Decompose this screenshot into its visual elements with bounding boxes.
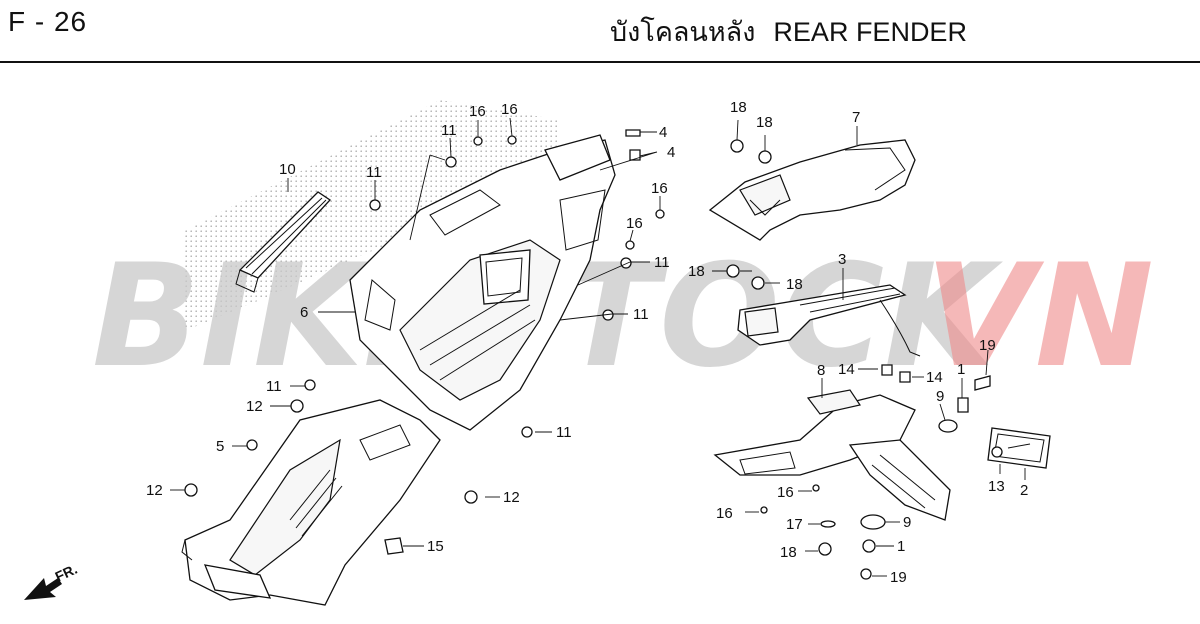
callout-15: 15 <box>427 538 444 555</box>
front-direction-marker: FR. <box>24 561 80 600</box>
callout-12: 12 <box>503 489 520 506</box>
callout-16: 16 <box>651 180 668 197</box>
page-code: F - 26 <box>8 6 88 37</box>
callout-10: 10 <box>279 161 296 178</box>
callout-12: 12 <box>146 482 163 499</box>
callout-16: 16 <box>716 505 733 522</box>
callout-18: 18 <box>780 544 797 561</box>
header-divider <box>0 61 1200 63</box>
callout-1: 1 <box>897 538 905 555</box>
part-3-rear-bracket <box>737 284 921 357</box>
callout-11: 11 <box>441 122 457 139</box>
callout-4: 4 <box>659 124 667 141</box>
callout-18: 18 <box>786 276 803 293</box>
callout-16: 16 <box>469 103 486 120</box>
callout-8: 8 <box>817 362 825 379</box>
callout-14: 14 <box>926 369 943 386</box>
callout-11: 11 <box>266 378 282 395</box>
watermark-red: VN <box>925 234 1154 399</box>
shadow-area <box>182 100 560 332</box>
callout-14: 14 <box>838 361 855 378</box>
callout-5: 5 <box>216 438 224 455</box>
callout-1: 1 <box>957 361 965 378</box>
callout-17: 17 <box>786 516 803 533</box>
callout-13: 13 <box>988 478 1005 495</box>
callout-16: 16 <box>626 215 643 232</box>
lower-fender-panel <box>181 399 441 606</box>
part-2-reflector <box>987 427 1051 469</box>
callout-16: 16 <box>501 101 518 118</box>
page-title: บังโคลนหลัง REAR FENDER <box>610 10 967 53</box>
callout-3: 3 <box>838 251 846 268</box>
part-10-bracket <box>235 191 331 293</box>
callout-9: 9 <box>936 388 944 405</box>
page-title-thai: บังโคลนหลัง <box>610 17 756 47</box>
fr-label: FR. <box>53 561 80 585</box>
part-6-inner-fender <box>349 134 616 431</box>
callout-11: 11 <box>633 306 649 323</box>
callout-18: 18 <box>688 263 705 280</box>
callout-11: 11 <box>556 424 572 441</box>
callout-19: 19 <box>979 337 996 354</box>
callout-4: 4 <box>667 144 675 161</box>
page-title-english: REAR FENDER <box>773 17 967 47</box>
callout-11: 11 <box>366 164 382 181</box>
hardware-items <box>184 129 1003 580</box>
part-7-seat-cowl <box>708 139 916 241</box>
callout-18: 18 <box>730 99 747 116</box>
callout-19: 19 <box>890 569 907 586</box>
callout-7: 7 <box>852 109 860 126</box>
callout-labels: 10 11 11 16 16 4 4 16 16 11 11 6 11 12 5… <box>146 99 1028 586</box>
callout-9: 9 <box>903 514 911 531</box>
callout-18: 18 <box>756 114 773 131</box>
callout-11: 11 <box>654 254 670 271</box>
callout-2: 2 <box>1020 482 1028 499</box>
part-8-license-bracket <box>713 389 951 521</box>
arrow-left-down-icon <box>24 578 62 600</box>
callout-16: 16 <box>777 484 794 501</box>
callout-6: 6 <box>300 304 308 321</box>
leader-lines <box>170 117 1026 577</box>
callout-12: 12 <box>246 398 263 415</box>
